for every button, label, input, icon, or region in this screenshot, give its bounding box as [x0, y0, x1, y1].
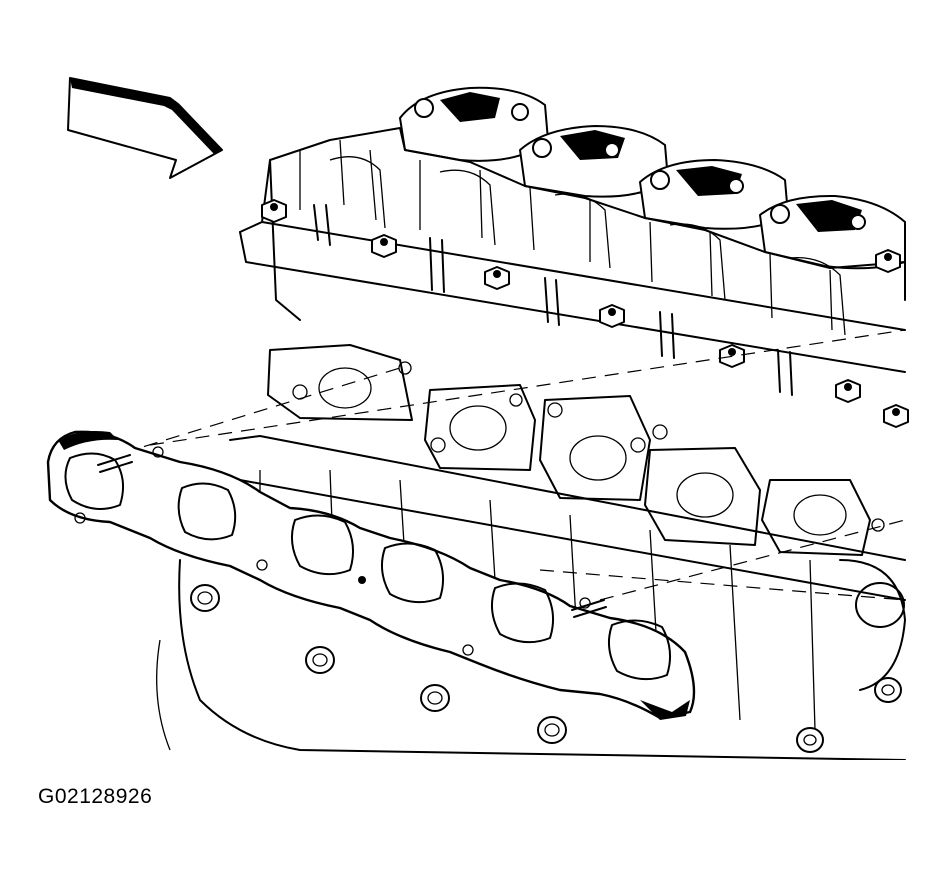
gasket-port-2 — [177, 482, 237, 541]
exhaust-manifold-gasket — [46, 430, 696, 720]
ignition-coil-3 — [639, 159, 789, 230]
bolt-2 — [371, 234, 397, 258]
bolt-8 — [875, 249, 901, 273]
gasket-port-5 — [490, 582, 555, 644]
block-boss-1 — [190, 584, 220, 612]
block-boss-2 — [305, 646, 335, 674]
bolt-7 — [883, 404, 909, 428]
cylinder-head — [239, 127, 906, 396]
ignition-coil-4 — [759, 194, 906, 270]
gasket-port-6 — [607, 619, 672, 681]
ignition-coil-group — [399, 86, 906, 270]
gasket-port-1 — [64, 452, 125, 510]
ignition-coil-1 — [399, 86, 549, 162]
gasket-port-4 — [380, 542, 445, 604]
bolt-3 — [484, 266, 510, 290]
direction-arrow-icon — [67, 77, 223, 179]
block-boss-3 — [420, 684, 450, 712]
bolt-6 — [835, 379, 861, 403]
bolt-1 — [261, 199, 287, 223]
ignition-coil-2 — [519, 125, 669, 198]
head-bolts — [261, 199, 909, 428]
block-boss-4 — [537, 716, 567, 744]
alignment-lines — [99, 329, 906, 601]
block-boss-5 — [796, 727, 824, 753]
exhaust-port-flanges — [267, 344, 885, 556]
block-boss-6 — [874, 677, 902, 703]
gasket-port-3 — [290, 514, 355, 576]
bolt-4 — [599, 304, 625, 328]
manifold-studs — [97, 454, 607, 618]
figure-code: G02128926 — [38, 785, 153, 808]
engine-exhaust-manifold-gasket-diagram — [46, 77, 909, 760]
